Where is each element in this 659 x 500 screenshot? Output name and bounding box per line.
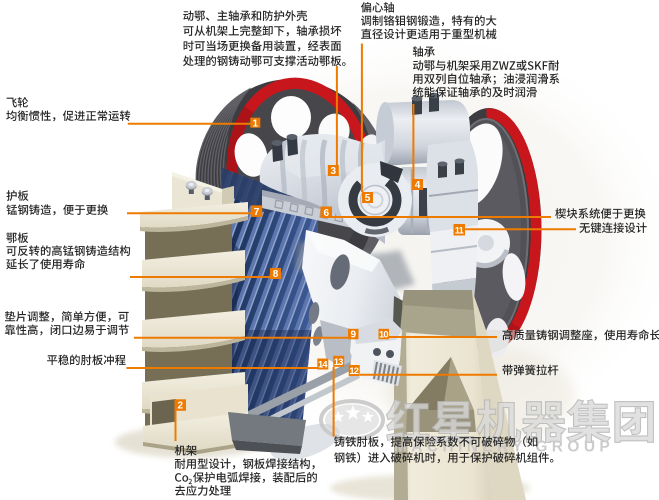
svg-text:7: 7 bbox=[254, 207, 260, 218]
svg-text:MACHINERY GROUP: MACHINERY GROUP bbox=[394, 439, 614, 456]
svg-text:12: 12 bbox=[349, 366, 358, 376]
svg-text:11: 11 bbox=[455, 225, 464, 235]
svg-text:6: 6 bbox=[323, 208, 329, 219]
svg-text:13: 13 bbox=[334, 357, 343, 367]
svg-text:2: 2 bbox=[177, 401, 183, 412]
svg-text:4: 4 bbox=[415, 180, 421, 191]
svg-text:3: 3 bbox=[331, 166, 337, 177]
svg-text:14: 14 bbox=[318, 360, 328, 370]
svg-text:9: 9 bbox=[350, 330, 356, 341]
svg-text:10: 10 bbox=[379, 330, 388, 340]
svg-text:8: 8 bbox=[273, 269, 279, 280]
svg-text:1: 1 bbox=[253, 118, 259, 129]
svg-text:5: 5 bbox=[365, 193, 371, 204]
